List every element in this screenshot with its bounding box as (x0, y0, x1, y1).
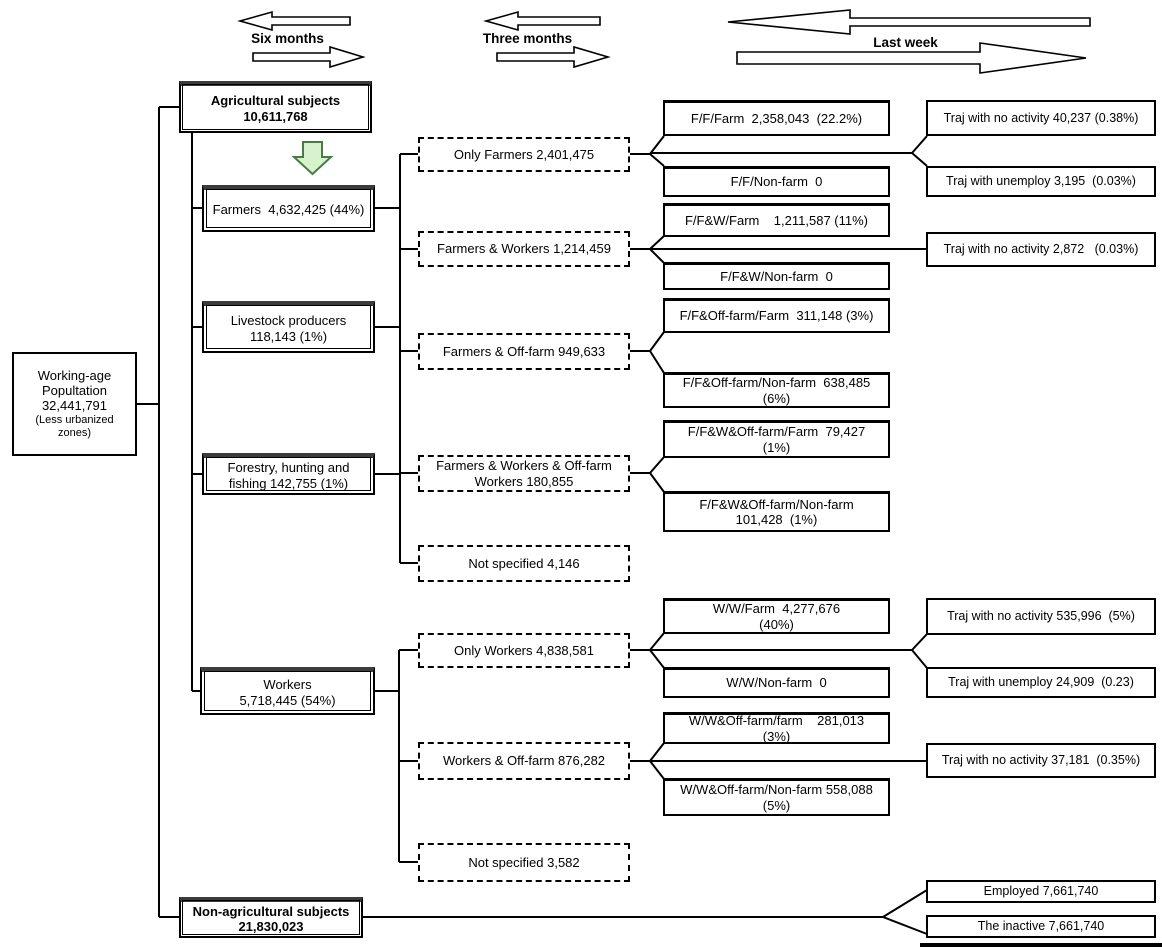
box-not-specified-farmers: Not specified 4,146 (418, 545, 630, 582)
box-ffw-nonfarm: F/F&W/Non-farm 0 (663, 262, 890, 290)
box-ffw-farm: F/F&W/Farm 1,211,587 (11%) (663, 203, 890, 237)
box-farmers-and-offfarm: Farmers & Off-farm 949,633 (418, 333, 630, 370)
box-traj-no-activity-workers: Traj with no activity 535,996 (5%) (926, 598, 1156, 635)
box-farmers-and-workers: Farmers & Workers 1,214,459 (418, 231, 630, 267)
box-livestock-producers: Livestock producers 118,143 (1%) (202, 301, 375, 353)
box-traj-no-activity-fw: Traj with no activity 2,872 (0.03%) (926, 232, 1156, 267)
box-not-specified-workers: Not specified 3,582 (418, 843, 630, 882)
bottom-rule (920, 943, 1162, 947)
green-down-arrow-icon (291, 141, 334, 176)
working-age-text: Working-age Popultation 32,441,791 (37, 368, 112, 414)
six-months-label: Six months (251, 31, 324, 46)
box-ff-nonfarm: F/F/Non-farm 0 (663, 166, 890, 197)
box-only-workers: Only Workers 4,838,581 (418, 633, 630, 668)
box-working-age-population: Working-age Popultation 32,441,791 (Less… (12, 352, 137, 456)
box-traj-unemploy-workers: Traj with unemploy 24,909 (0.23) (926, 667, 1156, 698)
box-workers: Workers 5,718,445 (54%) (200, 667, 375, 715)
box-forestry-hunting-fishing: Forestry, hunting and fishing 142,755 (1… (202, 453, 375, 495)
last-week-right-arrow-icon (736, 42, 1087, 74)
box-farmers: Farmers 4,632,425 (44%) (202, 185, 375, 232)
box-ff-farm: F/F/Farm 2,358,043 (22.2%) (663, 100, 890, 136)
box-wwoff-nonfarm: W/W&Off-farm/Non-farm 558,088 (5%) (663, 778, 890, 816)
box-ffoff-nonfarm: F/F&Off-farm/Non-farm 638,485 (6%) (663, 372, 890, 408)
box-only-farmers: Only Farmers 2,401,475 (418, 137, 630, 172)
three-months-right-arrow-icon (496, 45, 611, 69)
last-week-left-arrow-icon (727, 9, 1091, 35)
six-months-left-arrow-icon (237, 10, 351, 32)
working-age-note: (Less urbanized zones) (35, 413, 114, 439)
box-agricultural-subjects: Agricultural subjects 10,611,768 (179, 81, 372, 133)
three-months-label: Three months (482, 31, 573, 46)
box-the-inactive: The inactive 7,661,740 (926, 915, 1156, 938)
box-employed: Employed 7,661,740 (926, 880, 1156, 903)
box-non-agricultural-subjects: Non-agricultural subjects 21,830,023 (179, 897, 363, 938)
box-ww-farm: W/W/Farm 4,277,676 (40%) (663, 598, 890, 634)
timeline-arrows (237, 9, 1091, 74)
last-week-label: Last week (873, 35, 938, 50)
box-traj-no-activity-woff: Traj with no activity 37,181 (0.35%) (926, 743, 1156, 778)
box-ffwoff-farm: F/F&W&Off-farm/Farm 79,427 (1%) (663, 420, 890, 458)
box-ffwoff-nonfarm: F/F&W&Off-farm/Non-farm 101,428 (1%) (663, 491, 890, 532)
six-months-right-arrow-icon (252, 45, 366, 69)
box-wwoff-farm: W/W&Off-farm/farm 281,013 (3%) (663, 712, 890, 744)
box-farmers-workers-offfarm: Farmers & Workers & Off-farm Workers 180… (418, 455, 630, 492)
box-traj-no-activity-farmers: Traj with no activity 40,237 (0.38%) (926, 100, 1156, 136)
three-months-left-arrow-icon (483, 10, 601, 32)
box-traj-unemploy-farmers: Traj with unemploy 3,195 (0.03%) (926, 166, 1156, 197)
box-ww-nonfarm: W/W/Non-farm 0 (663, 667, 890, 698)
box-workers-and-offfarm: Workers & Off-farm 876,282 (418, 742, 630, 780)
box-ffoff-farm: F/F&Off-farm/Farm 311,148 (3%) (663, 298, 890, 333)
